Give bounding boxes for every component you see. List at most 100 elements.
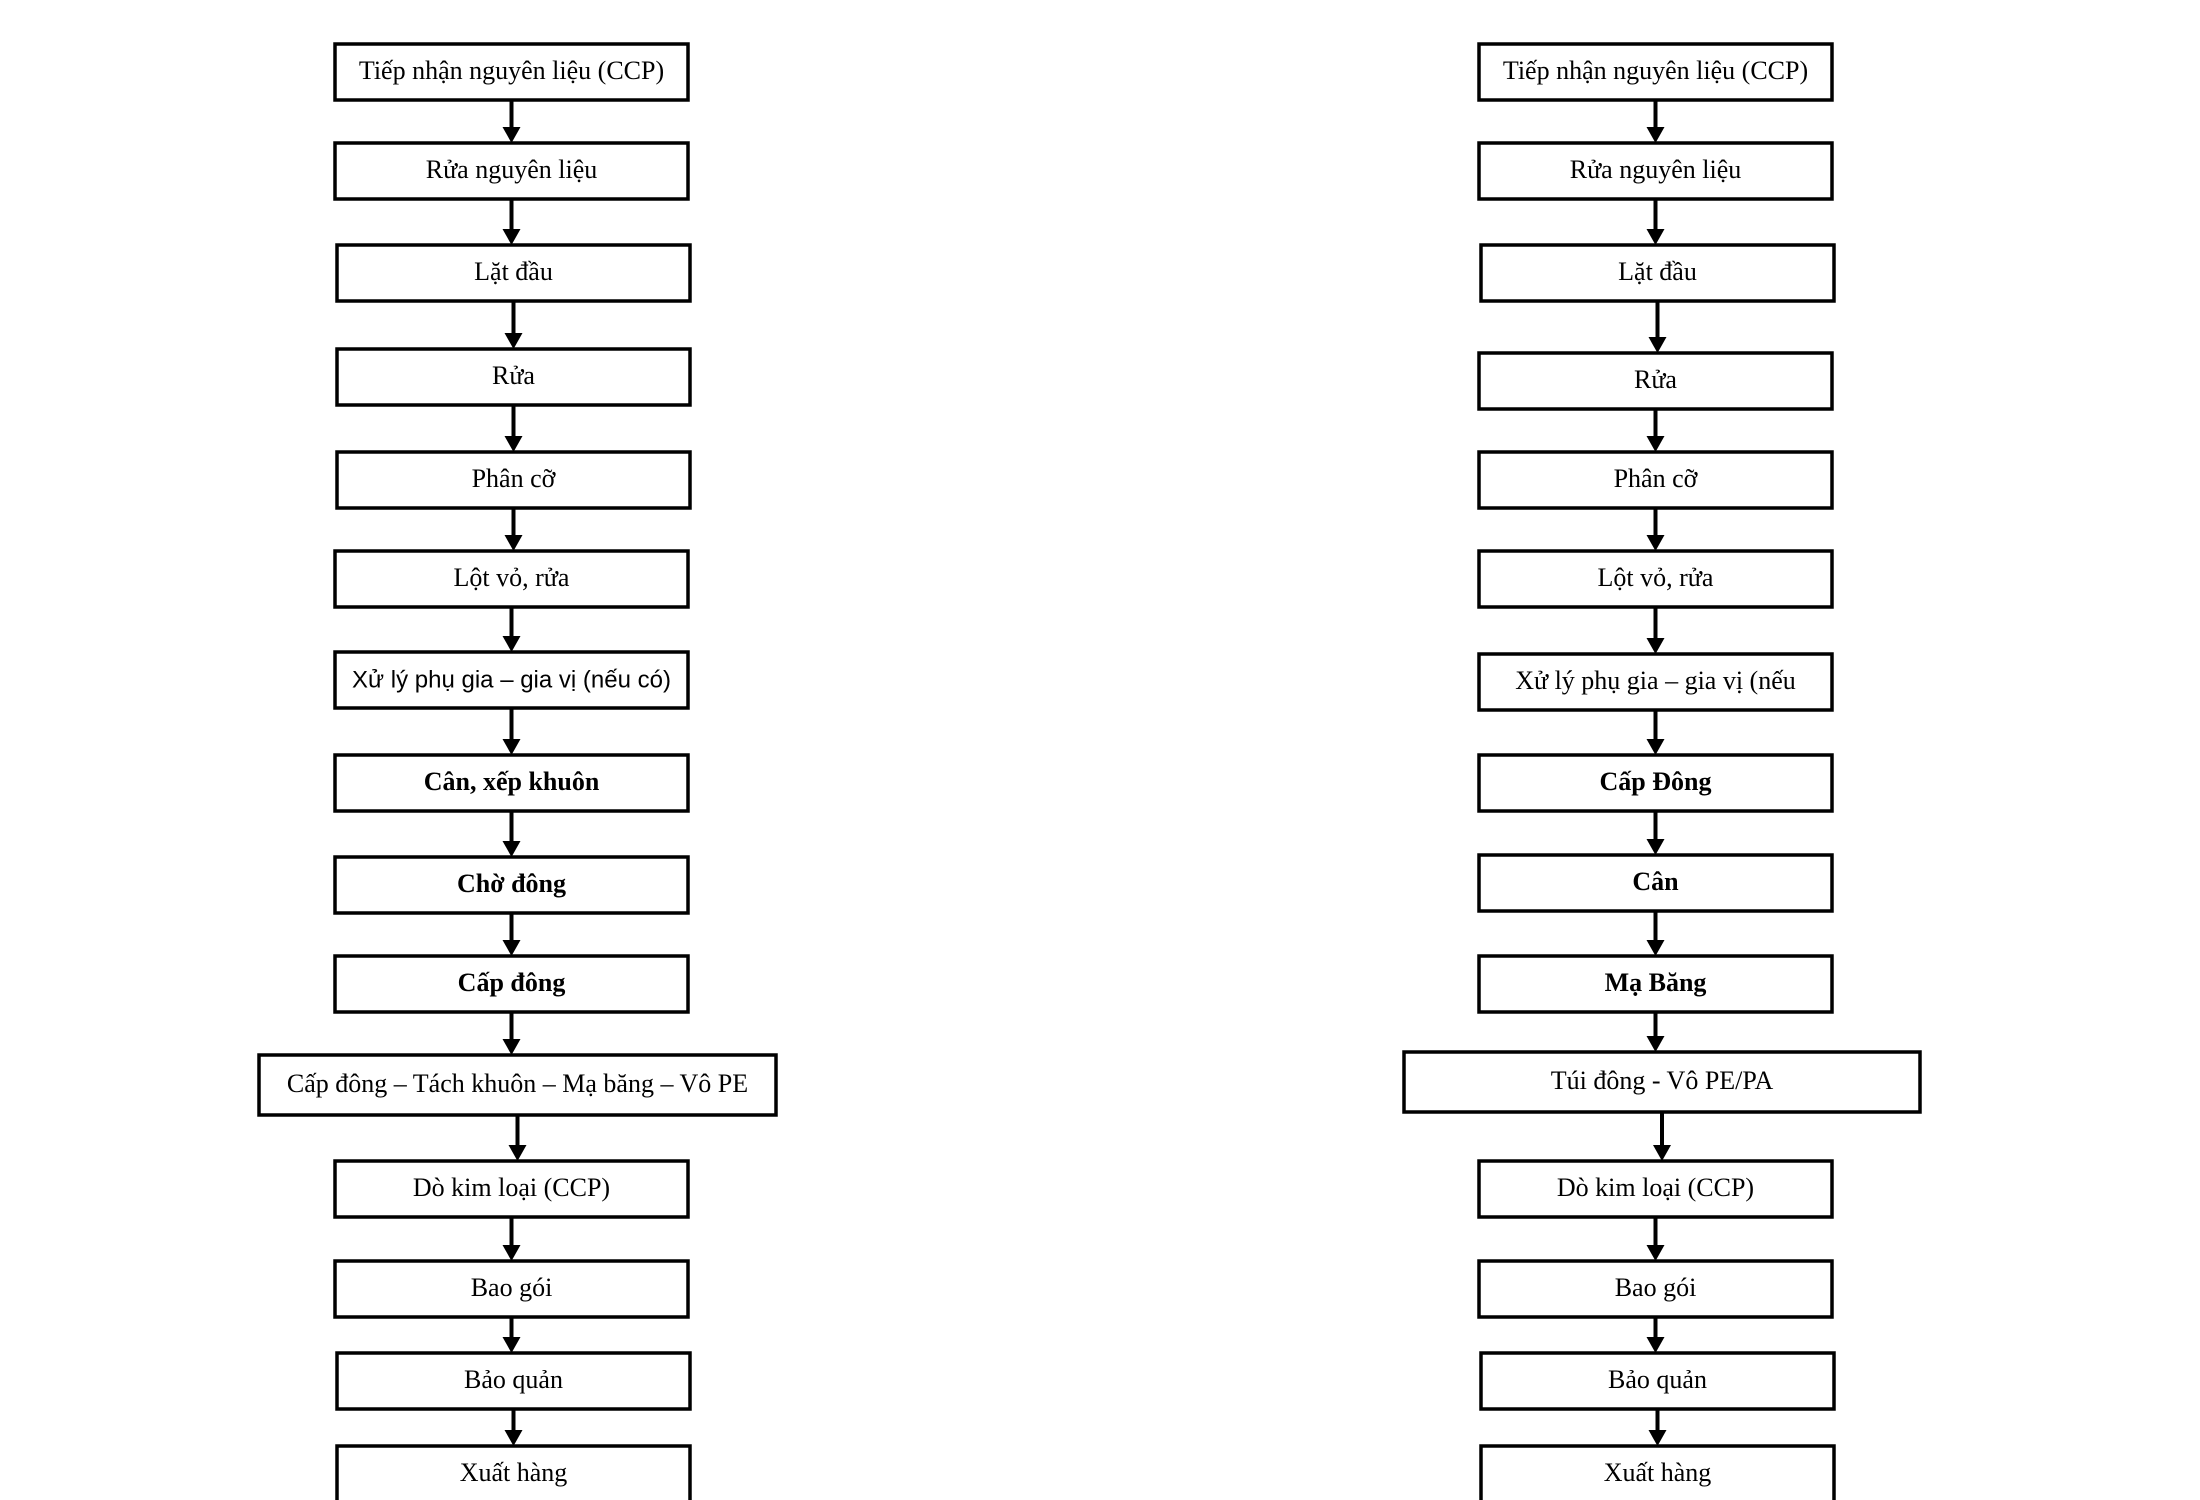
right-step-1-box [1477, 42, 1834, 102]
left-step-10-box [333, 954, 690, 1014]
right-step-5-label: Phân cỡ [1614, 464, 1699, 493]
right-arrow-icon-11 [1653, 1145, 1671, 1161]
right-step-9-box [1477, 853, 1834, 913]
left-step-13: Bao gói [333, 1259, 690, 1319]
left-step-8-label: Cân, xếp khuôn [424, 767, 600, 796]
right-step-15-box [1479, 1444, 1836, 1500]
left-step-10: Cấp đông [333, 954, 690, 1014]
left-step-10-label: Cấp đông [458, 968, 566, 997]
left-step-7-box [333, 650, 690, 710]
right-arrow-icon-3 [1648, 337, 1667, 353]
right-step-1: Tiếp nhận nguyên liệu (CCP) [1477, 42, 1834, 102]
right-step-7-label: Xử lý phụ gia – gia vị (nếu [1515, 666, 1796, 695]
right-step-5: Phân cỡ [1477, 450, 1834, 510]
right-arrow-icon-10 [1646, 1036, 1665, 1052]
left-step-8-box [333, 753, 690, 813]
right-step-11: Túi đông - Vô PE/PA [1402, 1050, 1922, 1114]
left-arrow-icon-12 [502, 1245, 521, 1261]
flowchart-right: Tiếp nhận nguyên liệu (CCP) Rửa nguyên li… [1402, 42, 1922, 1500]
left-arrow-icon-3 [504, 333, 523, 349]
right-arrow-icon-5 [1646, 535, 1665, 551]
left-step-12-label: Dò kim loại (CCP) [413, 1173, 610, 1202]
left-step-15: Xuất hàng [335, 1444, 692, 1500]
right-arrow-icon-9 [1646, 940, 1665, 956]
right-step-4: Rửa [1477, 351, 1834, 411]
left-arrow-icon-1 [502, 127, 521, 143]
left-step-3-box [335, 243, 692, 303]
left-arrow-icon-9 [502, 940, 521, 956]
right-step-14-box [1479, 1351, 1836, 1411]
right-step-4-label: Rửa [1634, 365, 1677, 394]
right-step-15-label: Xuất hàng [1604, 1458, 1712, 1487]
left-step-12: Dò kim loại (CCP) [333, 1159, 690, 1219]
left-step-9-label: Chờ đông [457, 869, 566, 898]
left-step-5-label: Phân cỡ [472, 464, 557, 493]
right-step-8: Cấp Đông [1477, 753, 1834, 813]
right-step-14: Bảo quản [1479, 1351, 1836, 1411]
right-step-1-label: Tiếp nhận nguyên liệu (CCP) [1503, 56, 1808, 85]
left-step-6-label: Lột vỏ, rửa [454, 563, 570, 592]
left-step-1: Tiếp nhận nguyên liệu (CCP) [333, 42, 690, 102]
left-step-2: Rửa nguyên liệu [333, 141, 690, 201]
right-step-8-label: Cấp Đông [1600, 767, 1712, 796]
left-step-13-box [333, 1259, 690, 1319]
right-step-3-box [1479, 243, 1836, 303]
left-step-11: Cấp đông – Tách khuôn – Mạ băng – Vô PE [257, 1053, 778, 1117]
right-arrow-icon-6 [1646, 638, 1665, 654]
left-step-3-label: Lặt đầu [474, 257, 553, 286]
left-arrow-icon-5 [504, 535, 523, 551]
left-step-12-box [333, 1159, 690, 1219]
left-step-4-box [335, 347, 692, 407]
right-step-8-box [1477, 753, 1834, 813]
left-step-7-label: Xử lý phụ gia – gia vị (nếu có) [352, 666, 671, 693]
left-step-2-label: Rửa nguyên liệu [426, 155, 598, 184]
right-step-2: Rửa nguyên liệu [1477, 141, 1834, 201]
left-arrow-icon-7 [502, 739, 521, 755]
right-arrow-icon-1 [1646, 127, 1665, 143]
right-arrow-icon-2 [1646, 229, 1665, 245]
left-step-1-box [333, 42, 690, 102]
left-arrow-icon-4 [504, 436, 523, 452]
right-step-9-label: Cân [1632, 867, 1679, 896]
right-step-13-box [1477, 1259, 1834, 1319]
right-arrow-icon-14 [1648, 1430, 1667, 1446]
right-step-3-label: Lặt đầu [1618, 257, 1697, 286]
left-step-14-box [335, 1351, 692, 1411]
left-step-1-label: Tiếp nhận nguyên liệu (CCP) [359, 56, 664, 85]
right-step-11-label: Túi đông - Vô PE/PA [1551, 1066, 1774, 1095]
right-arrow-icon-4 [1646, 436, 1665, 452]
right-arrow-icon-12 [1646, 1245, 1665, 1261]
left-step-15-label: Xuất hàng [460, 1458, 568, 1487]
left-step-11-box [257, 1053, 778, 1117]
right-step-12: Dò kim loại (CCP) [1477, 1159, 1834, 1219]
left-step-5-box [335, 450, 692, 510]
right-arrow-icon-8 [1646, 839, 1665, 855]
left-step-15-box [335, 1444, 692, 1500]
right-step-3: Lặt đầu [1479, 243, 1836, 303]
left-step-7: Xử lý phụ gia – gia vị (nếu có) [333, 650, 690, 710]
left-step-6-box [333, 549, 690, 609]
right-step-14-label: Bảo quản [1608, 1365, 1707, 1394]
right-arrow-icon-7 [1646, 739, 1665, 755]
right-step-13-label: Bao gói [1615, 1273, 1697, 1302]
left-step-4: Rửa [335, 347, 692, 407]
right-step-10-label: Mạ Băng [1605, 968, 1707, 997]
right-step-13: Bao gói [1477, 1259, 1834, 1319]
right-arrow-icon-13 [1646, 1337, 1665, 1353]
left-step-2-box [333, 141, 690, 201]
right-step-7-box [1477, 652, 1834, 712]
right-step-5-box [1477, 450, 1834, 510]
right-step-6-label: Lột vỏ, rửa [1598, 563, 1714, 592]
left-step-14: Bảo quản [335, 1351, 692, 1411]
left-step-9: Chờ đông [333, 855, 690, 915]
right-step-2-label: Rửa nguyên liệu [1570, 155, 1742, 184]
left-step-3: Lặt đầu [335, 243, 692, 303]
left-arrow-icon-6 [502, 636, 521, 652]
left-arrow-icon-2 [502, 229, 521, 245]
right-step-10-box [1477, 954, 1834, 1014]
right-step-4-box [1477, 351, 1834, 411]
left-step-11-label: Cấp đông – Tách khuôn – Mạ băng – Vô PE [287, 1069, 748, 1098]
left-arrow-icon-13 [502, 1337, 521, 1353]
left-arrow-icon-11 [508, 1145, 527, 1161]
left-step-13-label: Bao gói [471, 1273, 553, 1302]
